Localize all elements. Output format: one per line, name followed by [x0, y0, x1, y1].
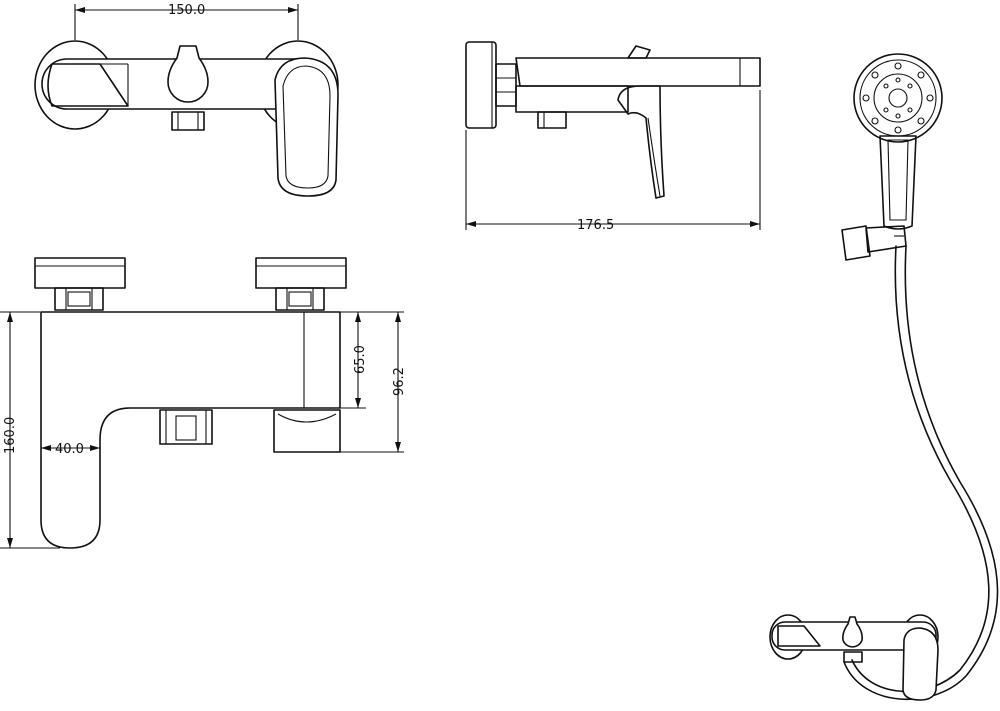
- dim-lever-width: 40.0: [55, 442, 84, 457]
- dim-side-depth: 176.5: [577, 218, 614, 233]
- hand-shower-assembly: [769, 53, 999, 701]
- dim-front-height: 160.0: [3, 417, 18, 454]
- nozzle-pattern: [862, 62, 934, 134]
- side-view: 176.5: [465, 41, 761, 233]
- dim-total-height: 96.2: [392, 367, 407, 396]
- dim-body-height: 65.0: [353, 345, 368, 374]
- dim-top-width: 150.0: [168, 3, 205, 18]
- top-view: 150.0: [34, 3, 339, 197]
- front-view: 160.0 40.0 65.0 96.2: [0, 257, 407, 549]
